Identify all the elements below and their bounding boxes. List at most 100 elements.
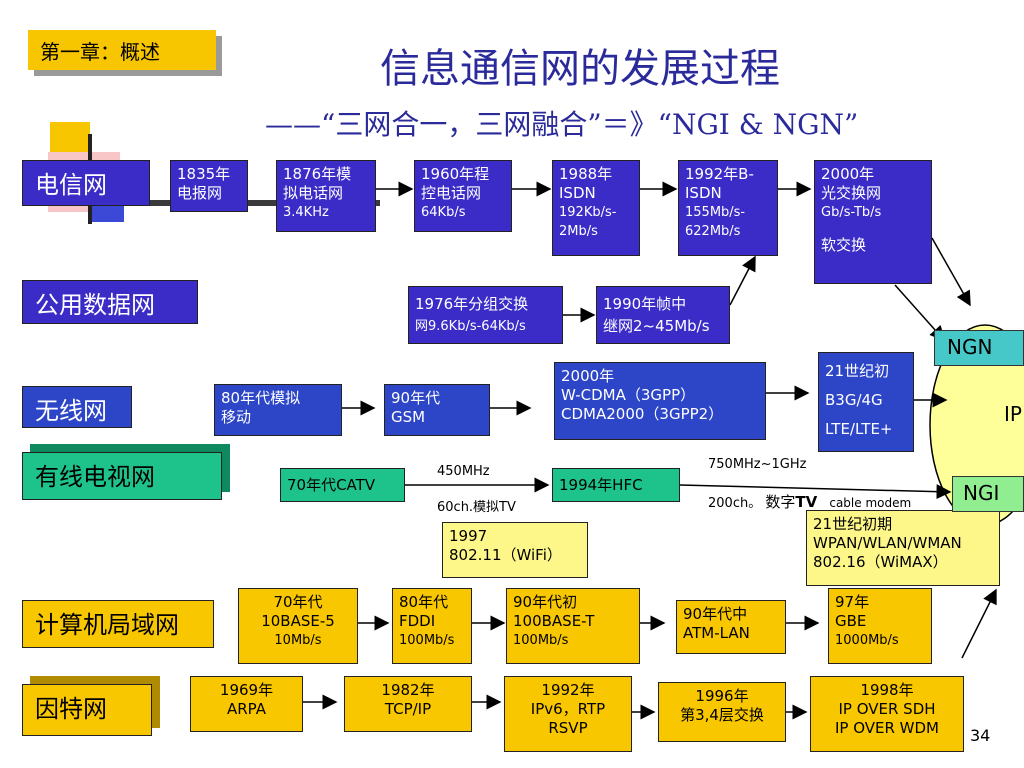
lan-70s-l2: 10BASE-5 <box>261 612 335 630</box>
wireless-21c-l2: B3G/4G <box>825 391 883 409</box>
wireless-2000-l2: W-CDMA（3GPP） <box>561 386 696 404</box>
internet-1992-l1: 1992年 <box>541 681 595 699</box>
telecom-1876-l3: 3.4KHz <box>283 205 329 220</box>
telecom-1988-l4: 2Mb/s <box>559 224 598 239</box>
label-450mhz: 450MHz <box>437 464 490 479</box>
label-cable-modem: cable modem <box>829 496 912 510</box>
arrow-97-up <box>961 588 997 659</box>
wireless-80s-l2: 移动 <box>221 408 252 426</box>
lan-90s-l1: 90年代初 <box>513 593 578 611</box>
lan-97: 97年 GBE 1000Mb/s <box>828 588 932 664</box>
wireless-21c-l3: LTE/LTE+ <box>825 420 893 438</box>
wireless-90s-l1: 90年代 <box>391 389 441 407</box>
chapter-label: 第一章：概述 <box>28 30 216 70</box>
telecom-1960-l1: 1960年程 <box>421 165 490 183</box>
internet-1998-l3: IP OVER WDM <box>834 719 940 737</box>
telecom-2000-l2: 光交换网 <box>821 184 882 202</box>
ip-label: IP <box>1004 402 1022 426</box>
label-tv: TV <box>795 493 818 511</box>
category-lan: 计算机局域网 <box>22 600 214 648</box>
telecom-2000: 2000年 光交换网 Gb/s-Tb/s 软交换 <box>814 160 932 284</box>
telecom-1876-l2: 拟电话网 <box>283 184 344 202</box>
arrow-hfc-ngi <box>679 484 952 500</box>
telecom-1960: 1960年程 控电话网 64Kb/s <box>414 160 512 232</box>
category-internet: 因特网 <box>22 684 152 736</box>
wman-21c: 21世纪初期 WPAN/WLAN/WMAN 802.16（WiMAX） <box>806 510 1000 586</box>
data-1976-l2: 网9.6Kb/s-64Kb/s <box>415 319 526 334</box>
lan-97-l1: 97年 <box>835 593 870 611</box>
ngn-label: NGN <box>934 330 1024 366</box>
lan-80s: 80年代 FDDI 100Mb/s <box>392 588 472 664</box>
lan-97-l3: 1000Mb/s <box>835 633 899 648</box>
label-200ch: 200ch。 数字TV cable modem <box>708 491 911 512</box>
internet-1969-l1: 1969年 <box>219 681 274 699</box>
telecom-1988-l2: ISDN <box>559 184 596 202</box>
wifi-1997: 1997 802.11（WiFi） <box>442 522 588 578</box>
data-1976-l1: 1976年分组交换 <box>415 295 529 313</box>
lan-90s: 90年代初 100BASE-T 100Mb/s <box>506 588 640 664</box>
wman-l2: WPAN/WLAN/WMAN <box>813 534 962 552</box>
cable-hfc: 1994年HFC <box>552 468 680 502</box>
internet-1982-l2: TCP/IP <box>384 700 432 718</box>
wireless-90s-l2: GSM <box>391 408 426 426</box>
telecom-1992-l1: 1992年B- <box>685 165 754 183</box>
lan-80s-l2: FDDI <box>399 612 436 630</box>
wman-l3: 802.16（WiMAX） <box>813 553 948 571</box>
telecom-1835: 1835年 电报网 <box>170 160 248 212</box>
internet-1998-l1: 1998年 <box>860 681 914 699</box>
page-subtitle: ——“三网合一，三网融合”＝》“NGI & NGN” <box>265 108 859 141</box>
internet-1982-l1: 1982年 <box>381 681 435 699</box>
internet-1992-l3: RSVP <box>548 719 588 737</box>
telecom-2000-l3: Gb/s-Tb/s <box>821 205 882 220</box>
wireless-80s: 80年代模拟 移动 <box>214 384 342 436</box>
label-digital: 数字 <box>765 493 796 511</box>
wireless-21c-l1: 21世纪初 <box>825 362 890 380</box>
lan-90m-l2: ATM-LAN <box>683 624 750 642</box>
lan-90m-l1: 90年代中 <box>683 605 748 623</box>
arrow-1990-1992 <box>729 255 756 306</box>
ngi-label: NGI <box>952 476 1024 512</box>
internet-1992: 1992年 IPv6，RTP RSVP <box>504 676 632 752</box>
wireless-21c: 21世纪初 B3G/4G LTE/LTE+ <box>818 352 914 452</box>
lan-70s-l3: 10Mb/s <box>274 633 322 648</box>
wireless-90s: 90年代 GSM <box>384 384 490 436</box>
category-telecom: 电信网 <box>22 160 150 206</box>
telecom-1992-l4: 622Mb/s <box>685 224 741 239</box>
wman-l1: 21世纪初期 <box>813 515 893 533</box>
data-1990-l1: 1990年帧中 <box>603 295 687 313</box>
category-public-data: 公用数据网 <box>22 280 198 324</box>
arrow-2000-ngn <box>931 237 971 307</box>
wifi-l1: 1997 <box>449 527 488 545</box>
wireless-2000: 2000年 W-CDMA（3GPP） CDMA2000（3GPP2） <box>554 362 766 440</box>
label-200ch-text: 200ch。 <box>708 496 762 511</box>
telecom-1960-l2: 控电话网 <box>421 184 482 202</box>
internet-1996: 1996年 第3,4层交换 <box>658 682 786 742</box>
lan-90s-l3: 100Mb/s <box>513 633 569 648</box>
wireless-80s-l1: 80年代模拟 <box>221 389 301 407</box>
page-number: 34 <box>970 726 991 745</box>
lan-90s-l2: 100BASE-T <box>513 612 595 630</box>
telecom-2000-l1: 2000年 <box>821 165 875 183</box>
internet-1996-l2: 第3,4层交换 <box>680 706 764 724</box>
lan-80s-l3: 100Mb/s <box>399 633 455 648</box>
telecom-1992-l2: ISDN <box>685 184 722 202</box>
category-cable-tv: 有线电视网 <box>22 452 222 500</box>
telecom-2000-l4: 软交换 <box>821 236 867 254</box>
internet-1996-l1: 1996年 <box>695 687 749 705</box>
internet-1982: 1982年 TCP/IP <box>344 676 472 732</box>
page-title: 信息通信网的发展过程 <box>380 46 780 92</box>
internet-1969-l2: ARPA <box>226 700 267 718</box>
internet-1992-l2: IPv6，RTP <box>530 700 606 718</box>
label-750mhz: 750MHz~1GHz <box>708 457 807 472</box>
wireless-2000-l3: CDMA2000（3GPP2） <box>561 405 724 423</box>
label-60ch: 60ch.模拟TV <box>437 500 516 515</box>
telecom-1960-l3: 64Kb/s <box>421 205 466 220</box>
lan-97-l2: GBE <box>835 612 867 630</box>
lan-90m: 90年代中 ATM-LAN <box>676 600 786 654</box>
data-1976: 1976年分组交换 网9.6Kb/s-64Kb/s <box>408 286 563 344</box>
telecom-1988-l3: 192Kb/s- <box>559 205 617 220</box>
data-1990: 1990年帧中 继网2~45Mb/s <box>596 286 730 344</box>
telecom-1988-l1: 1988年 <box>559 165 613 183</box>
telecom-1876-l1: 1876年模 <box>283 165 352 183</box>
